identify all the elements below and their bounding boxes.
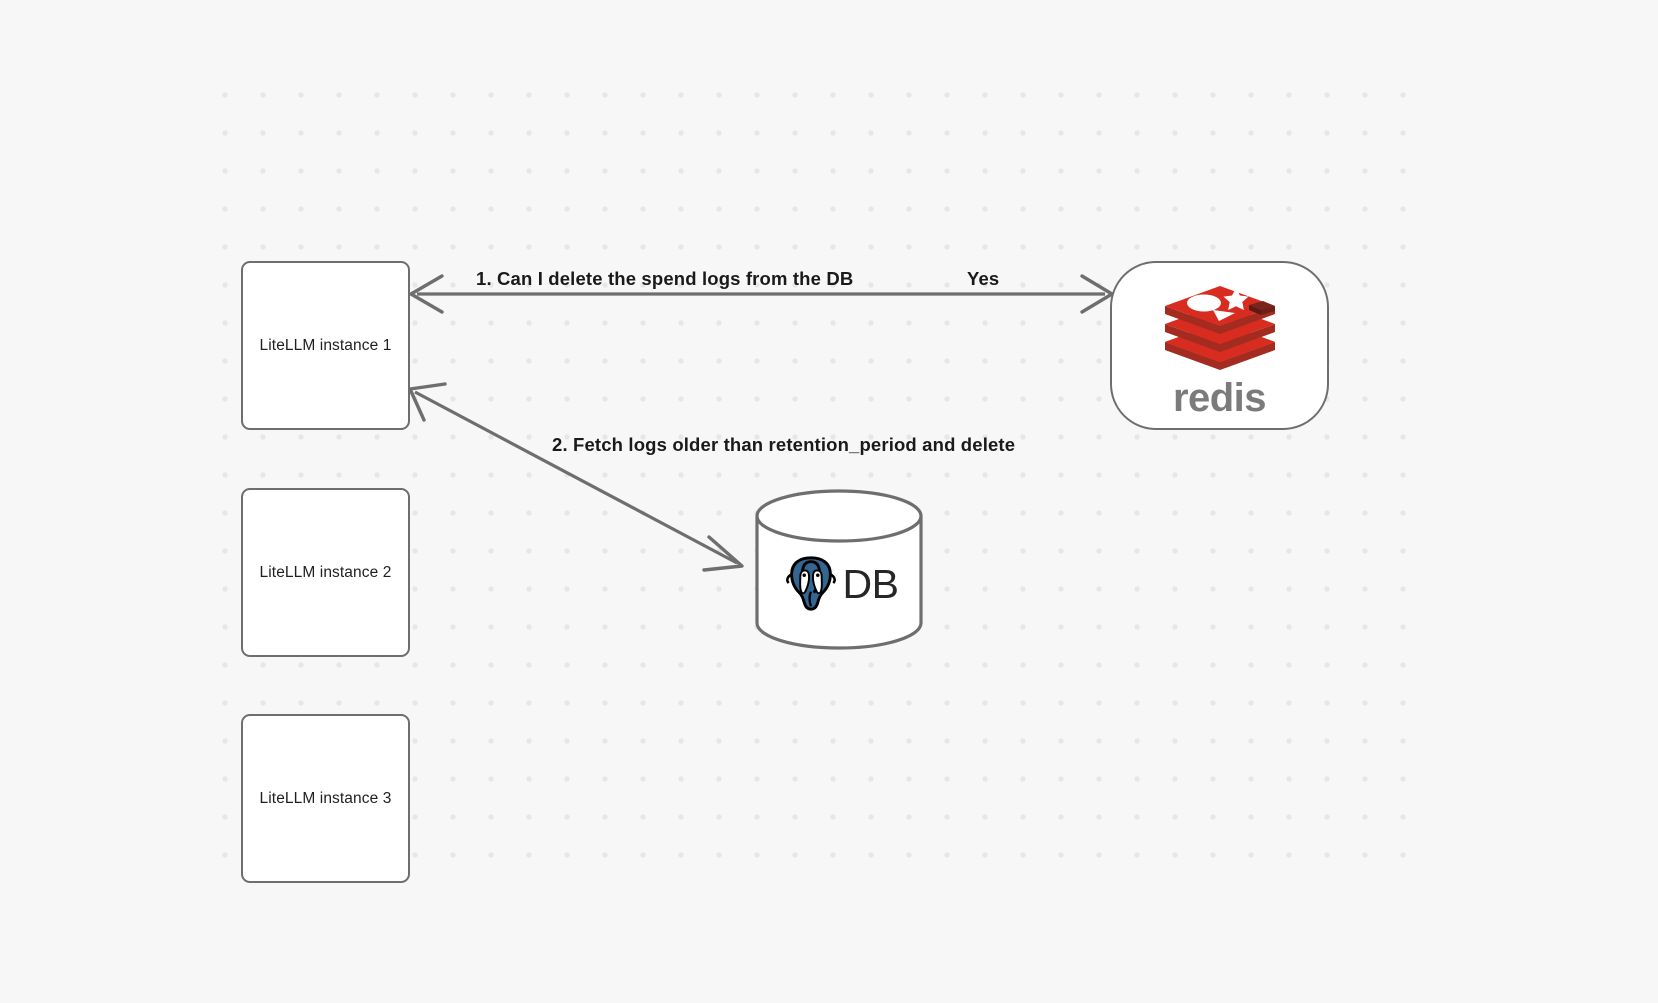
- node-redis[interactable]: redis: [1110, 261, 1329, 430]
- node-label: LiteLLM instance 3: [259, 789, 392, 807]
- node-litellm-instance-2[interactable]: LiteLLM instance 2: [241, 488, 410, 657]
- redis-wordmark: redis: [1172, 375, 1267, 420]
- node-litellm-instance-1[interactable]: LiteLLM instance 1: [241, 261, 410, 430]
- node-postgres-db[interactable]: DB: [752, 489, 926, 650]
- edge-2-connector: [408, 382, 744, 572]
- redis-logo-icon: [1164, 285, 1275, 370]
- node-litellm-instance-3[interactable]: LiteLLM instance 3: [241, 714, 410, 883]
- edge-label-answer: Yes: [967, 268, 1000, 289]
- edge-label-fetch-delete: 2. Fetch logs older than retention_perio…: [552, 434, 1016, 455]
- cylinder-shape: [755, 489, 923, 650]
- node-label: LiteLLM instance 2: [259, 563, 392, 581]
- node-label: LiteLLM instance 1: [259, 336, 392, 354]
- edge-label-question: 1. Can I delete the spend logs from the …: [476, 268, 854, 289]
- postgresql-elephant-icon: [785, 556, 836, 611]
- db-label: DB: [842, 560, 899, 607]
